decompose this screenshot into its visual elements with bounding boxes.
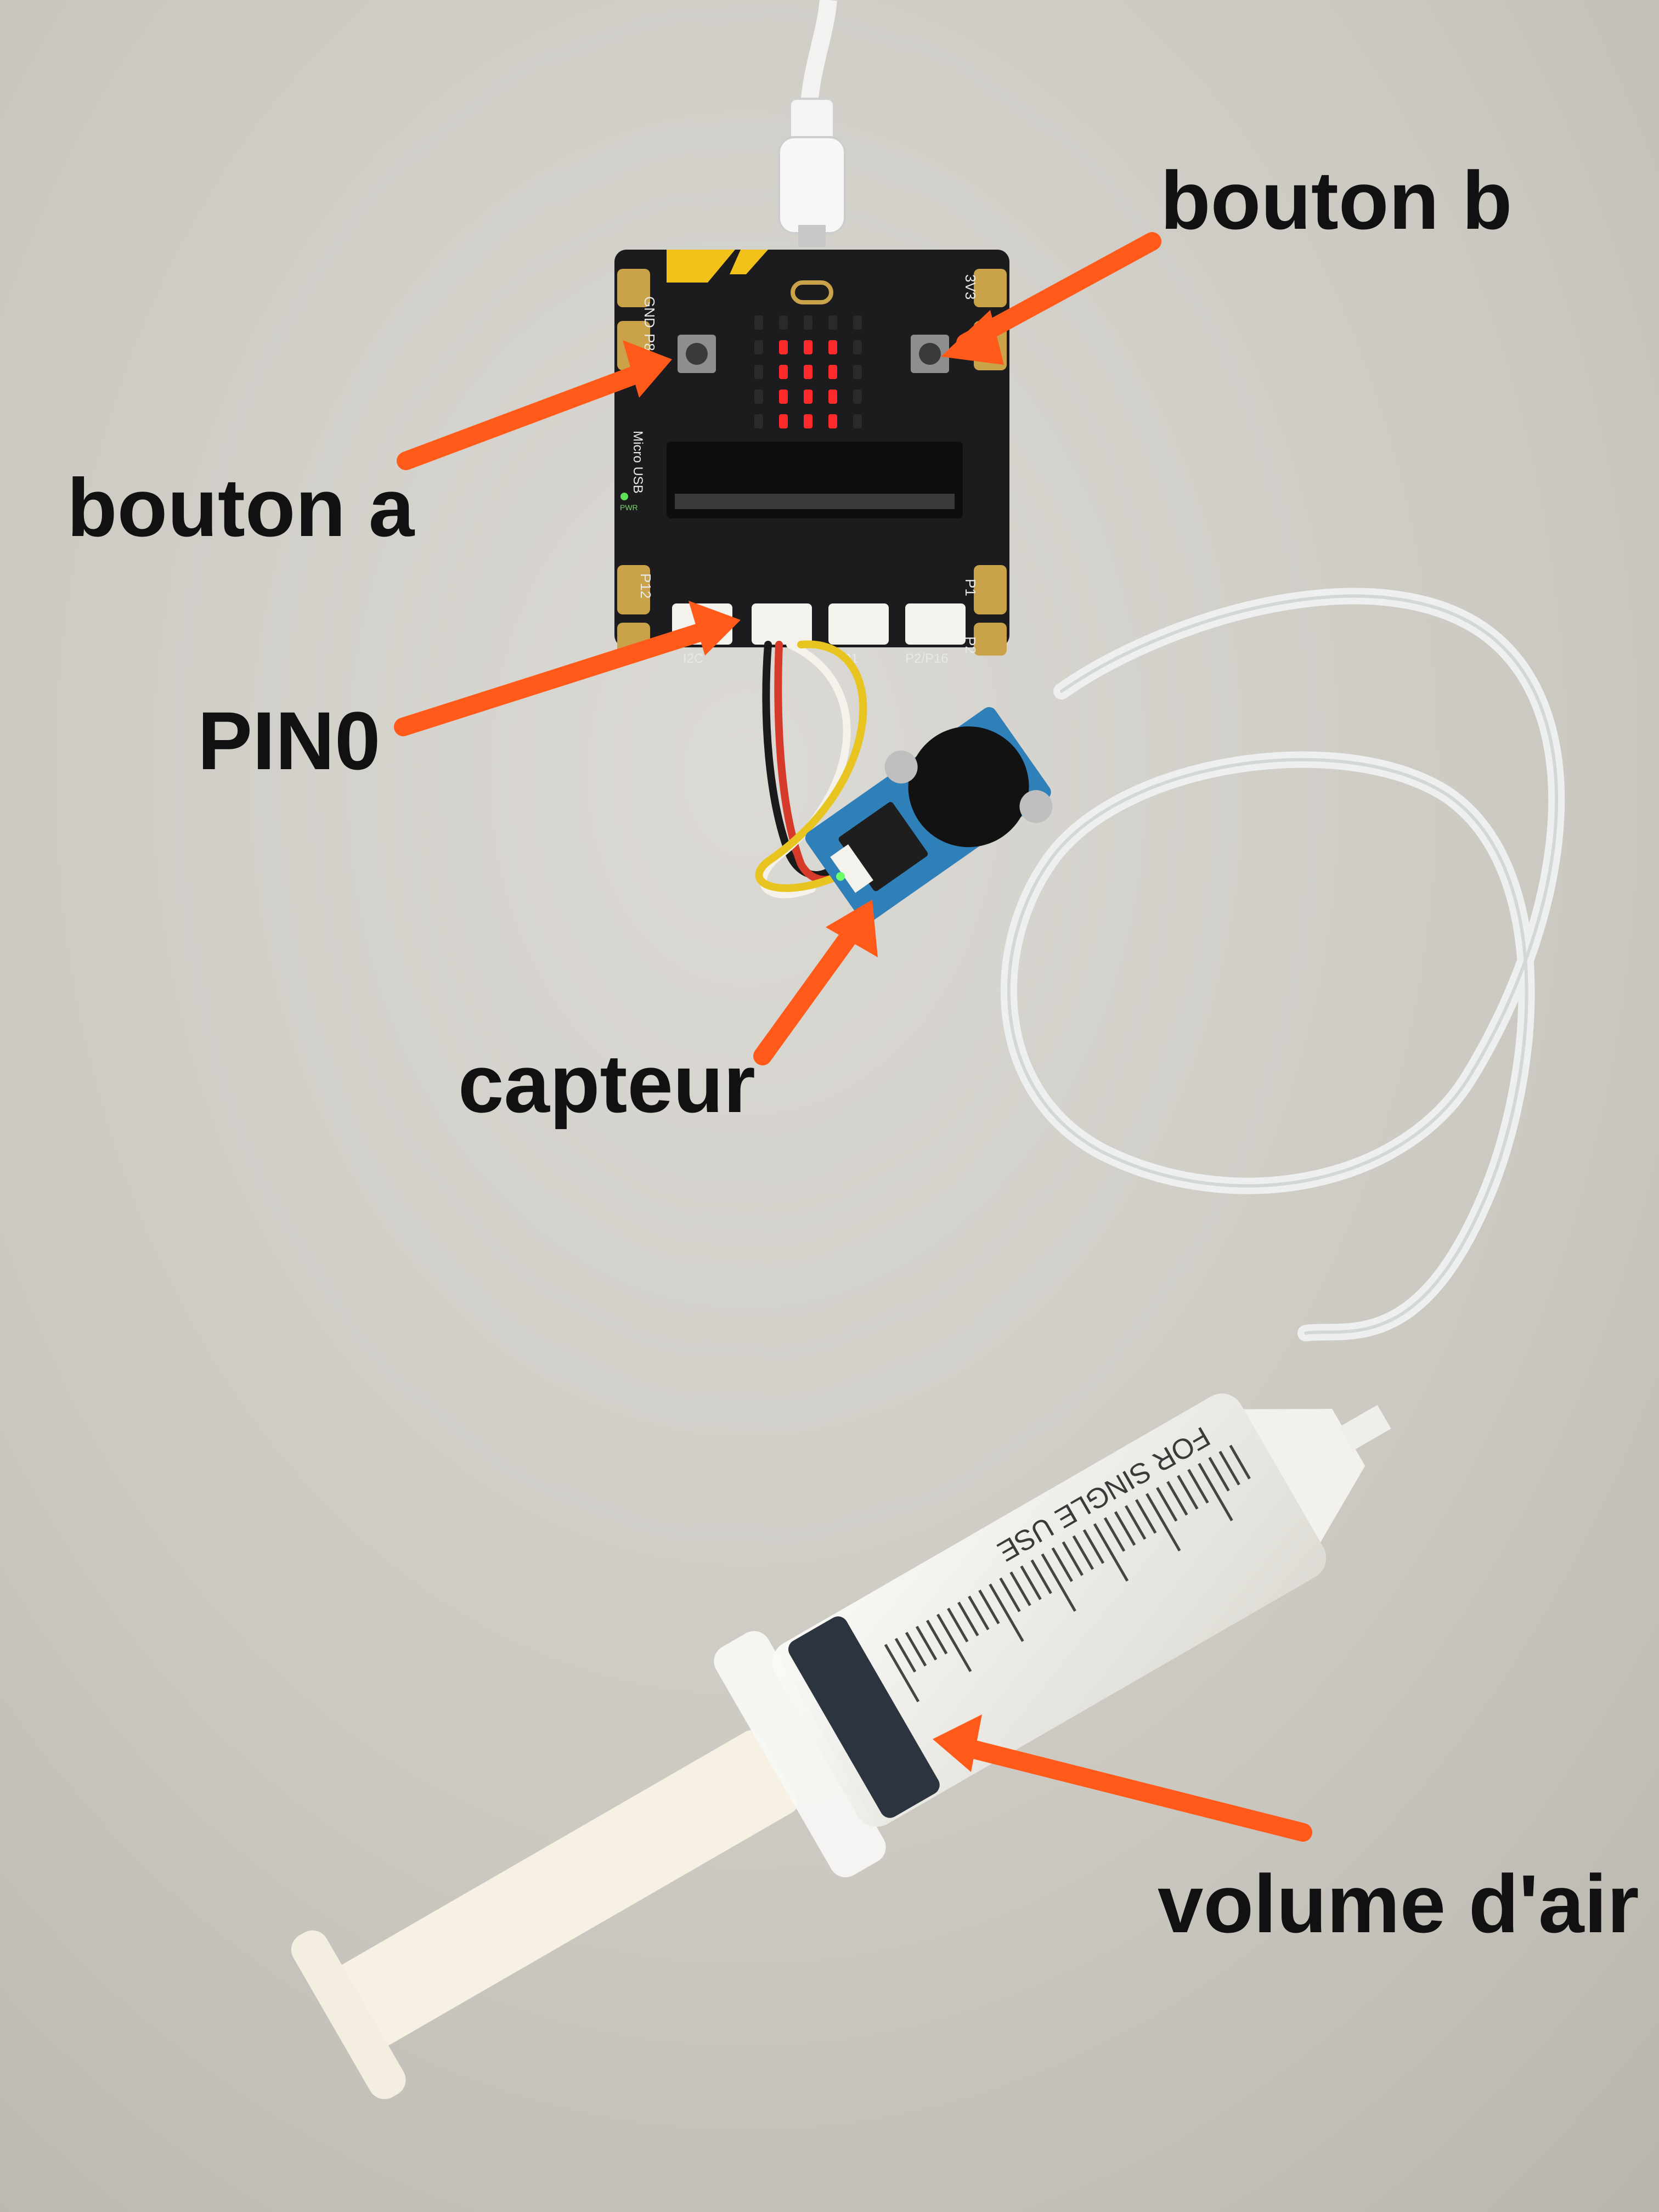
graduation-tick [1103, 1517, 1126, 1552]
graduation-tick [1156, 1487, 1178, 1522]
graduation-tick [1187, 1469, 1209, 1504]
led-pixel [853, 390, 862, 404]
led-pixel [828, 315, 837, 330]
led-pixel [853, 365, 862, 379]
arrow-icon [394, 601, 741, 736]
label-capteur: capteur [458, 1037, 755, 1130]
led-pixel [754, 365, 763, 379]
silk-i2c: I2C [683, 651, 703, 666]
grove-port-p2 [905, 603, 966, 645]
silk-p12: P12 [637, 573, 654, 599]
label-bouton-a: bouton a [67, 461, 415, 554]
graduation-tick [1072, 1535, 1094, 1570]
graduation-tick [989, 1583, 1024, 1642]
graduation-tick [1124, 1505, 1147, 1540]
graduation-tick [936, 1613, 972, 1672]
graduation-tick [1020, 1565, 1042, 1600]
microbit-board: GND 3V3 P8 Micro USB PWR P12 P1 P2 I2C P… [614, 250, 1009, 666]
led-pixel [828, 390, 837, 404]
led-pixel [754, 414, 763, 428]
graduation-tick [1093, 1523, 1129, 1582]
arrow-icon [933, 1714, 1312, 1842]
silk-micro-usb: Micro USB [630, 431, 645, 494]
label-pin0: PIN0 [198, 695, 381, 787]
led-pixel [779, 315, 788, 330]
graduation-tick [1135, 1499, 1157, 1534]
led-pixel [804, 365, 812, 379]
led-matrix [754, 315, 862, 428]
syringe-graduations [884, 1444, 1251, 1702]
graduation-tick [947, 1607, 969, 1643]
silk-p8: P8 [641, 334, 658, 351]
led-pixel [828, 365, 837, 379]
led-pixel [754, 390, 763, 404]
silk-gnd: GND [641, 296, 658, 328]
pressure-sensor [805, 707, 1053, 923]
graduation-tick [1208, 1457, 1230, 1492]
syringe: FOR SINGLE USE [291, 1393, 1391, 2100]
silk-p2: P2 [962, 636, 979, 654]
led-pixel [754, 340, 763, 354]
led-pixel [804, 390, 812, 404]
silk-p2p16: P2/P16 [905, 651, 949, 666]
graduation-tick [1177, 1475, 1199, 1510]
graduation-tick [905, 1632, 927, 1667]
graduation-tick [1030, 1559, 1052, 1594]
led-pixel [779, 414, 788, 428]
graduation-tick [1062, 1541, 1084, 1576]
graduation-tick [1229, 1444, 1251, 1480]
graduation-tick [1166, 1481, 1188, 1516]
led-pixel [828, 340, 837, 354]
button-b [911, 335, 949, 373]
arrow-icon [753, 900, 878, 1065]
usb-cable-icon [778, 0, 846, 247]
graduation-tick [926, 1620, 948, 1655]
led-pixel [804, 414, 812, 428]
graduation-tick [1051, 1547, 1073, 1582]
led-pixel [779, 340, 788, 354]
arrow-icon [397, 340, 672, 470]
graduation-tick [1041, 1553, 1076, 1612]
led-pixel [804, 315, 812, 330]
graduation-tick [957, 1601, 979, 1637]
led-pixel [853, 340, 862, 354]
arrow-icon [941, 232, 1161, 365]
graduation-tick [978, 1589, 1000, 1624]
led-pixel [804, 340, 812, 354]
led-pixel [853, 315, 862, 330]
grove-cable [755, 640, 867, 899]
graduation-tick [1218, 1451, 1240, 1486]
logo-icon [791, 280, 833, 304]
silk-p1: P1 [962, 579, 979, 596]
graduation-tick [968, 1595, 990, 1630]
graduation-tick [1146, 1493, 1181, 1551]
label-volume-air: volume d'air [1158, 1858, 1639, 1950]
led-pixel [853, 414, 862, 428]
graduation-tick [1198, 1463, 1233, 1521]
label-bouton-b: bouton b [1160, 154, 1513, 246]
graduation-tick [915, 1626, 938, 1661]
led-pixel [779, 365, 788, 379]
graduation-tick [884, 1644, 920, 1702]
led-pixel [828, 414, 837, 428]
graduation-tick [1082, 1529, 1105, 1564]
graduation-tick [999, 1577, 1021, 1612]
silk-3v3: 3V3 [962, 274, 979, 300]
grove-port-p1 [828, 603, 889, 645]
graduation-tick [1009, 1571, 1031, 1606]
silk-pwr: PWR [620, 503, 638, 512]
graduation-tick [894, 1638, 917, 1673]
led-pixel [754, 315, 763, 330]
button-a [678, 335, 716, 373]
grove-port-p0 [752, 603, 812, 645]
led-pixel [779, 390, 788, 404]
annotation-arrows [394, 232, 1312, 1842]
graduation-tick [1114, 1511, 1136, 1546]
